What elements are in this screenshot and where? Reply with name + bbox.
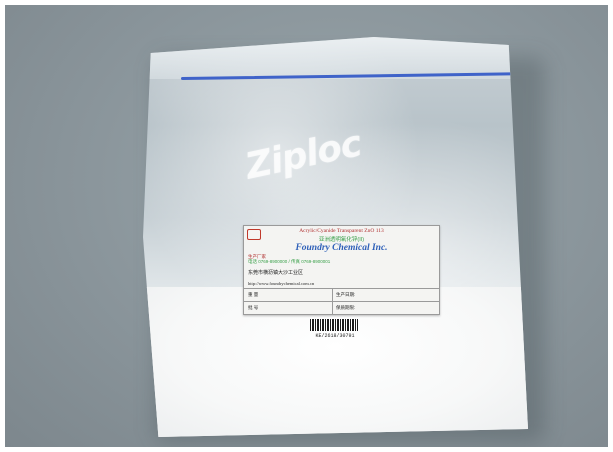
label-product-en: Acrylic/Cyanide Transparent ZnO 113: [299, 228, 384, 234]
label-company: Foundry Chemical Inc.: [295, 243, 388, 253]
label-logo-icon: [247, 229, 261, 240]
barcode-number: KE/2618/30791: [315, 333, 355, 339]
barcode: [310, 319, 358, 331]
product-label: Acrylic/Cyanide Transparent ZnO 113 亚洲透明…: [243, 225, 440, 315]
label-field-prod-date: 生产日期:: [336, 292, 356, 297]
label-field-batch: 批 号: [248, 305, 259, 310]
label-field-grid: 重 量 生产日期: 批 号 保质期限:: [244, 288, 439, 315]
label-field-shelf-life: 保质期限:: [336, 305, 356, 310]
label-red-note: 生产厂家: [248, 254, 266, 259]
bag-brand-logo: Ziploc: [242, 123, 365, 188]
gray-backdrop: Ziploc Acrylic/Cyanide Transparent ZnO 1…: [5, 5, 608, 447]
grid-divider: [332, 289, 333, 315]
label-product-cn: 亚洲透明氧化锌(II): [318, 237, 365, 243]
grid-divider: [244, 301, 439, 302]
label-address: 东莞市横沥镇大沙工业区: [248, 270, 304, 276]
label-url: http://www.foundrychemical.com.cn: [248, 281, 315, 286]
label-green-note: 电话 0769-8900000 / 传真 0769-8900001: [248, 259, 331, 264]
label-field-weight: 重 量: [248, 292, 259, 297]
